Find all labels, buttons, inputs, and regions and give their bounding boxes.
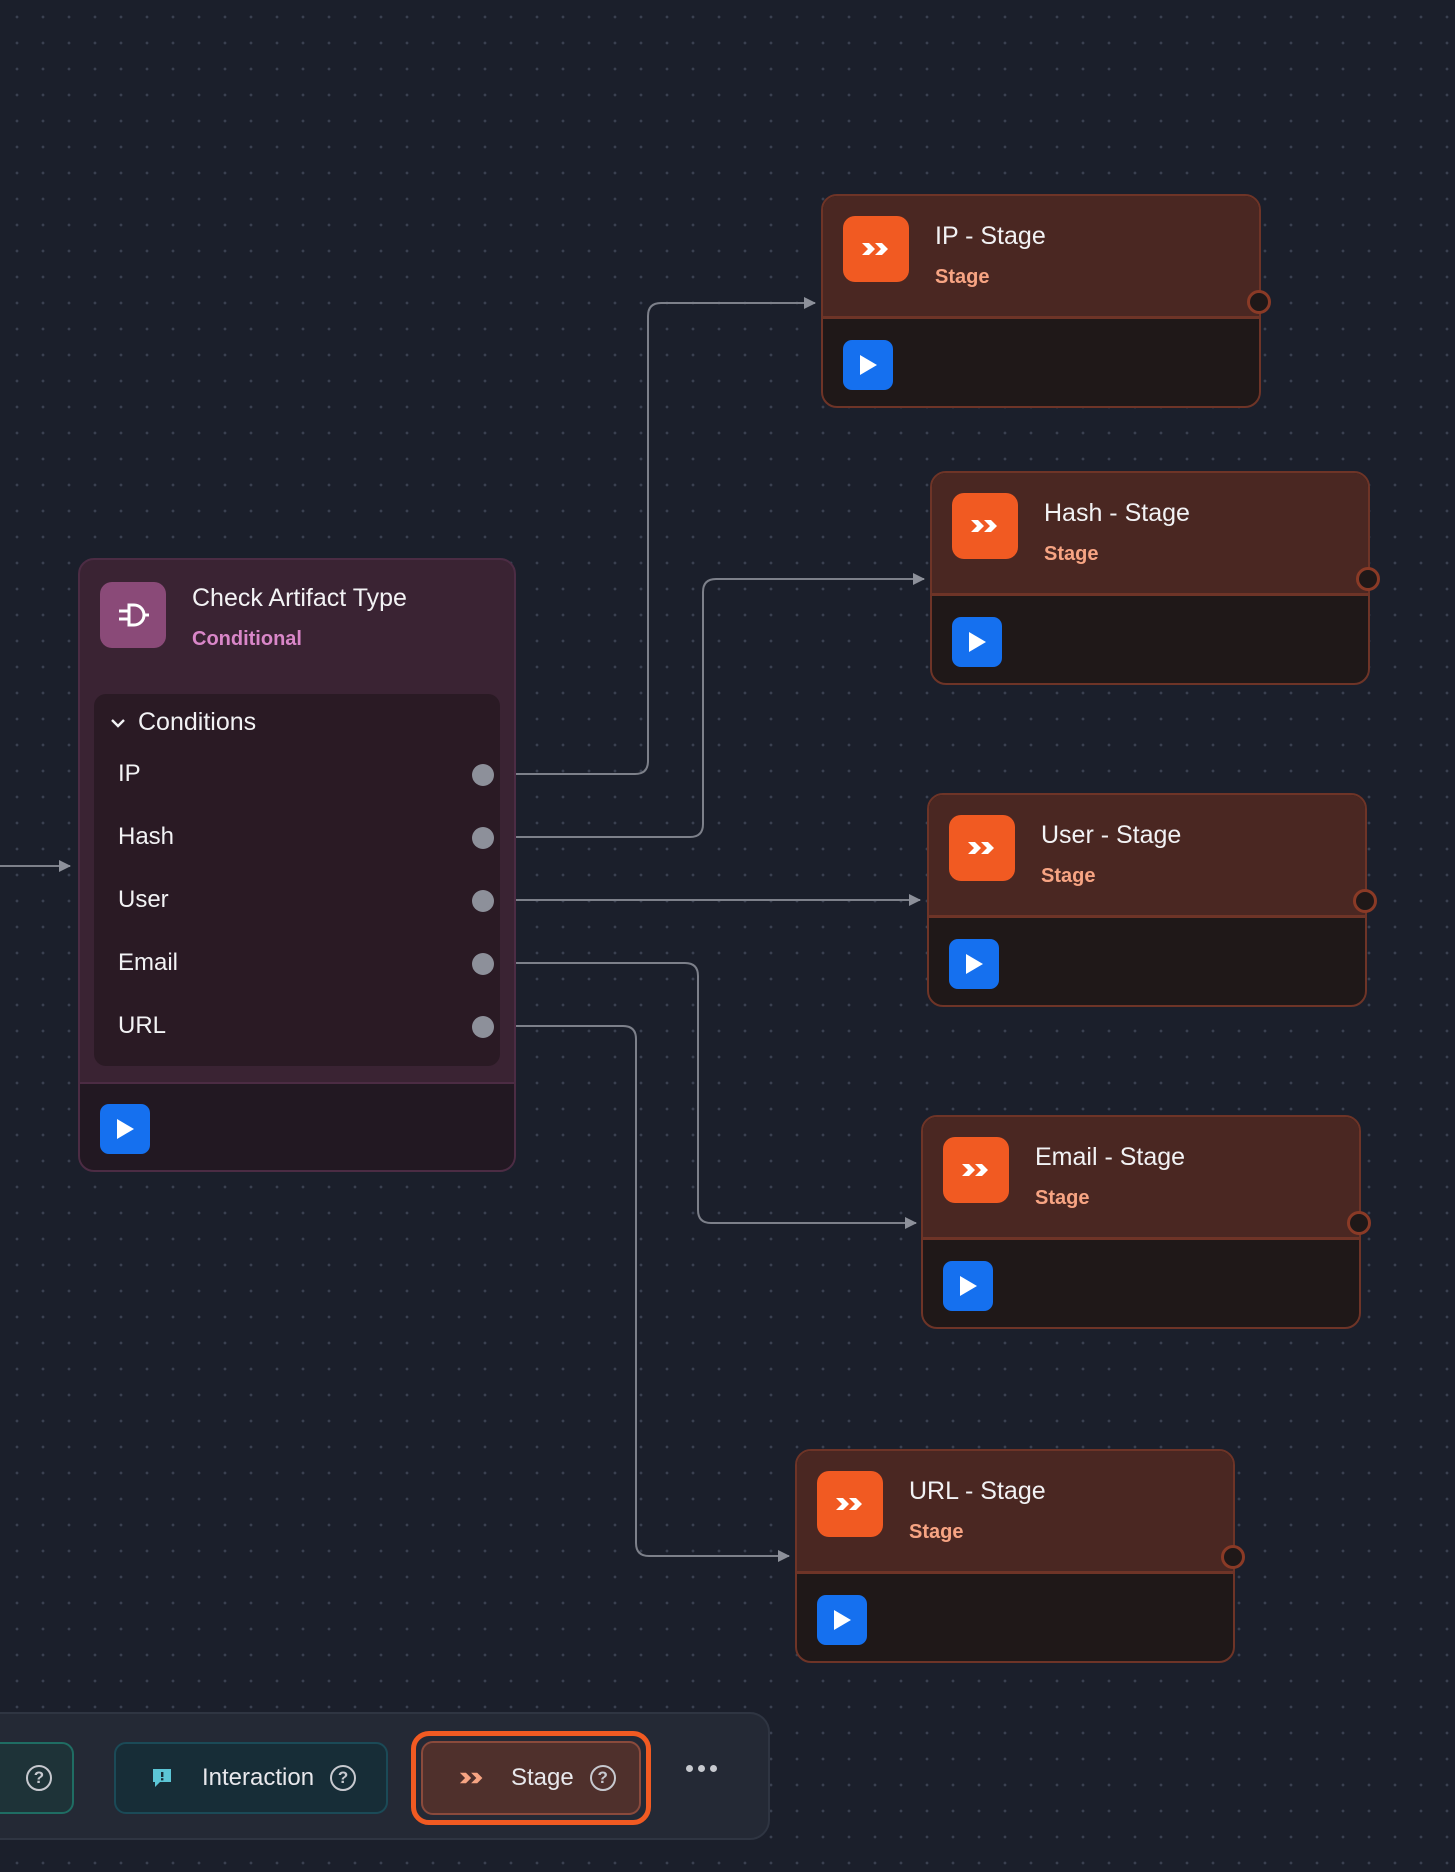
- play-icon: [960, 1276, 977, 1296]
- divider: [80, 1082, 514, 1084]
- condition-user-label: User: [118, 886, 169, 913]
- edge-ip: [469, 297, 816, 775]
- dot: [698, 1765, 705, 1772]
- help-icon[interactable]: ?: [589, 1765, 616, 1791]
- conditional-node-title: Check Artifact Type: [192, 584, 407, 612]
- stage-node-header: URL - Stage Stage: [797, 1451, 1233, 1574]
- chat-bubble-icon: [153, 1769, 171, 1787]
- selected-highlight: [411, 1731, 651, 1825]
- stage-chevrons-icon: [949, 815, 1015, 881]
- stage-node-subtitle: Stage: [1044, 543, 1099, 565]
- run-button[interactable]: [943, 1261, 993, 1311]
- play-icon: [860, 355, 877, 375]
- stage-node-hash[interactable]: Hash - Stage Stage: [930, 471, 1380, 685]
- stage-node-title: IP - Stage: [935, 222, 1046, 250]
- stage-chevrons-icon: [459, 1772, 483, 1784]
- stage-node-email[interactable]: Email - Stage Stage: [921, 1115, 1371, 1329]
- condition-ip-handle[interactable]: [472, 764, 494, 786]
- stage-chevrons-icon: [817, 1471, 883, 1537]
- stage-node-header: Email - Stage Stage: [923, 1117, 1359, 1240]
- stage-node-subtitle: Stage: [935, 266, 990, 288]
- output-handle[interactable]: [1221, 1545, 1245, 1569]
- condition-url-handle[interactable]: [472, 1016, 494, 1038]
- output-handle[interactable]: [1356, 567, 1380, 591]
- stage-node-title: Email - Stage: [1035, 1143, 1186, 1171]
- conditions-toggle[interactable]: Conditions: [110, 708, 256, 737]
- stage-node-title: Hash - Stage: [1044, 499, 1190, 527]
- help-icon[interactable]: ?: [330, 1765, 357, 1791]
- stage-node-header: IP - Stage Stage: [823, 196, 1259, 319]
- chevron-down-icon: [111, 718, 125, 728]
- run-button[interactable]: [100, 1104, 150, 1154]
- play-icon: [969, 632, 986, 652]
- stage-node-subtitle: Stage: [909, 1521, 964, 1543]
- stage-node-subtitle: Stage: [1035, 1187, 1090, 1209]
- output-handle[interactable]: [1247, 290, 1271, 314]
- conditions-header: Conditions: [138, 708, 257, 736]
- edge-url: [469, 1025, 790, 1562]
- stage-chevrons-icon: [943, 1137, 1009, 1203]
- help-icon[interactable]: ?: [26, 1765, 52, 1791]
- palette-item-interaction[interactable]: Interaction ?: [114, 1742, 388, 1814]
- conditional-gate-icon: [100, 582, 166, 648]
- palette-item-label: Interaction: [202, 1764, 315, 1791]
- edge-email: [469, 962, 917, 1229]
- stage-node-ip[interactable]: IP - Stage Stage: [821, 194, 1271, 408]
- conditional-node-header: Check Artifact Type Conditional: [80, 560, 514, 690]
- stage-node-header: Hash - Stage Stage: [932, 473, 1368, 596]
- dot: [710, 1765, 717, 1772]
- play-icon: [117, 1119, 134, 1139]
- stage-chevrons-icon: [843, 216, 909, 282]
- condition-email-label: Email: [118, 949, 179, 976]
- conditional-node-subtitle: Conditional: [192, 628, 302, 650]
- condition-ip-label: IP: [118, 760, 141, 787]
- stage-node-header: User - Stage Stage: [929, 795, 1365, 918]
- stage-node-title: User - Stage: [1041, 821, 1182, 849]
- stage-node-subtitle: Stage: [1041, 865, 1096, 887]
- conditional-node[interactable]: Check Artifact Type Conditional Conditio…: [78, 558, 516, 1172]
- run-button[interactable]: [843, 340, 893, 390]
- palette-item-label: Stage: [511, 1764, 574, 1791]
- output-handle[interactable]: [1353, 889, 1377, 913]
- run-button[interactable]: [817, 1595, 867, 1645]
- condition-email-handle[interactable]: [472, 953, 494, 975]
- run-button[interactable]: [949, 939, 999, 989]
- edge-hash: [469, 573, 925, 838]
- condition-url-label: URL: [118, 1012, 167, 1039]
- palette-item-stage[interactable]: Stage ?: [421, 1741, 641, 1815]
- condition-hash-label: Hash: [118, 823, 175, 850]
- play-icon: [966, 954, 983, 974]
- stage-chevrons-icon: [952, 493, 1018, 559]
- condition-user-handle[interactable]: [472, 890, 494, 912]
- stage-node-title: URL - Stage: [909, 1477, 1046, 1505]
- conditions-panel: Conditions IP Hash User Email URL: [94, 694, 500, 1066]
- stage-node-user[interactable]: User - Stage Stage: [927, 793, 1377, 1007]
- run-button[interactable]: [952, 617, 1002, 667]
- play-icon: [834, 1610, 851, 1630]
- condition-hash-handle[interactable]: [472, 827, 494, 849]
- conditional-node-footer: [80, 1084, 514, 1170]
- stage-node-url[interactable]: URL - Stage Stage: [795, 1449, 1245, 1663]
- more-options-icon[interactable]: [686, 1765, 717, 1772]
- output-handle[interactable]: [1347, 1211, 1371, 1235]
- palette-item-partial[interactable]: ?: [0, 1742, 74, 1814]
- dot: [686, 1765, 693, 1772]
